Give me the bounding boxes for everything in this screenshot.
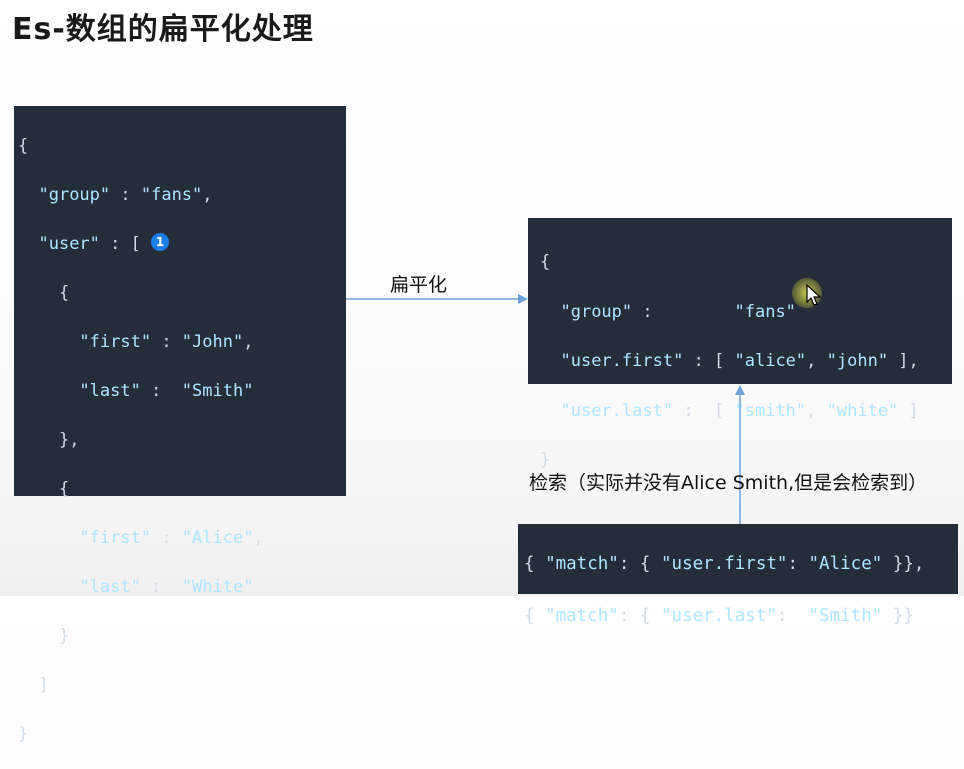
query-code-block: { "match": { "user.first": "Alice" }}, {… [518, 524, 958, 626]
source-document-code-block: { "group" : "fans", "user" : [ 1 { "firs… [14, 106, 346, 744]
search-label: 检索（实际并没有Alice Smith,但是会检索到） [529, 472, 928, 494]
code-line: { [58, 479, 70, 499]
code-line: "user" : [ 1 [18, 230, 346, 259]
code-line: "group" : "fans" [560, 301, 796, 322]
code-line: { [540, 252, 551, 272]
code-line: }, [58, 430, 80, 450]
code-line: ] [38, 675, 49, 695]
code-line: } [540, 450, 551, 470]
code-line: } [58, 626, 70, 646]
code-line: "first" : "John", [79, 332, 254, 352]
code-line: { "match": { "user.first": "Alice" }}, [524, 554, 925, 574]
code-line: "group" : "fans", [38, 185, 213, 205]
code-line: "last" : "White" [79, 577, 254, 597]
code-line: "last" : "Smith" [79, 381, 254, 401]
code-line: "first" : "Alice", [79, 528, 264, 548]
mouse-pointer-icon [806, 284, 822, 306]
code-line: { [18, 136, 29, 156]
code-line: "user.last" : [ "smith", "white" ] [560, 400, 919, 421]
code-line: { "match": { "user.last": "Smith" }} [524, 606, 914, 626]
code-line: } [18, 724, 29, 744]
flattened-document-code-block: { "group" : "fans" "user.first" : [ "ali… [528, 218, 952, 470]
code-line: { [58, 283, 70, 303]
flatten-label: 扁平化 [390, 274, 448, 296]
number-badge: 1 [151, 233, 170, 251]
page-title: Es-数组的扁平化处理 [12, 12, 314, 47]
code-line: "user.first" : [ "alice", "john" ], [560, 351, 919, 371]
